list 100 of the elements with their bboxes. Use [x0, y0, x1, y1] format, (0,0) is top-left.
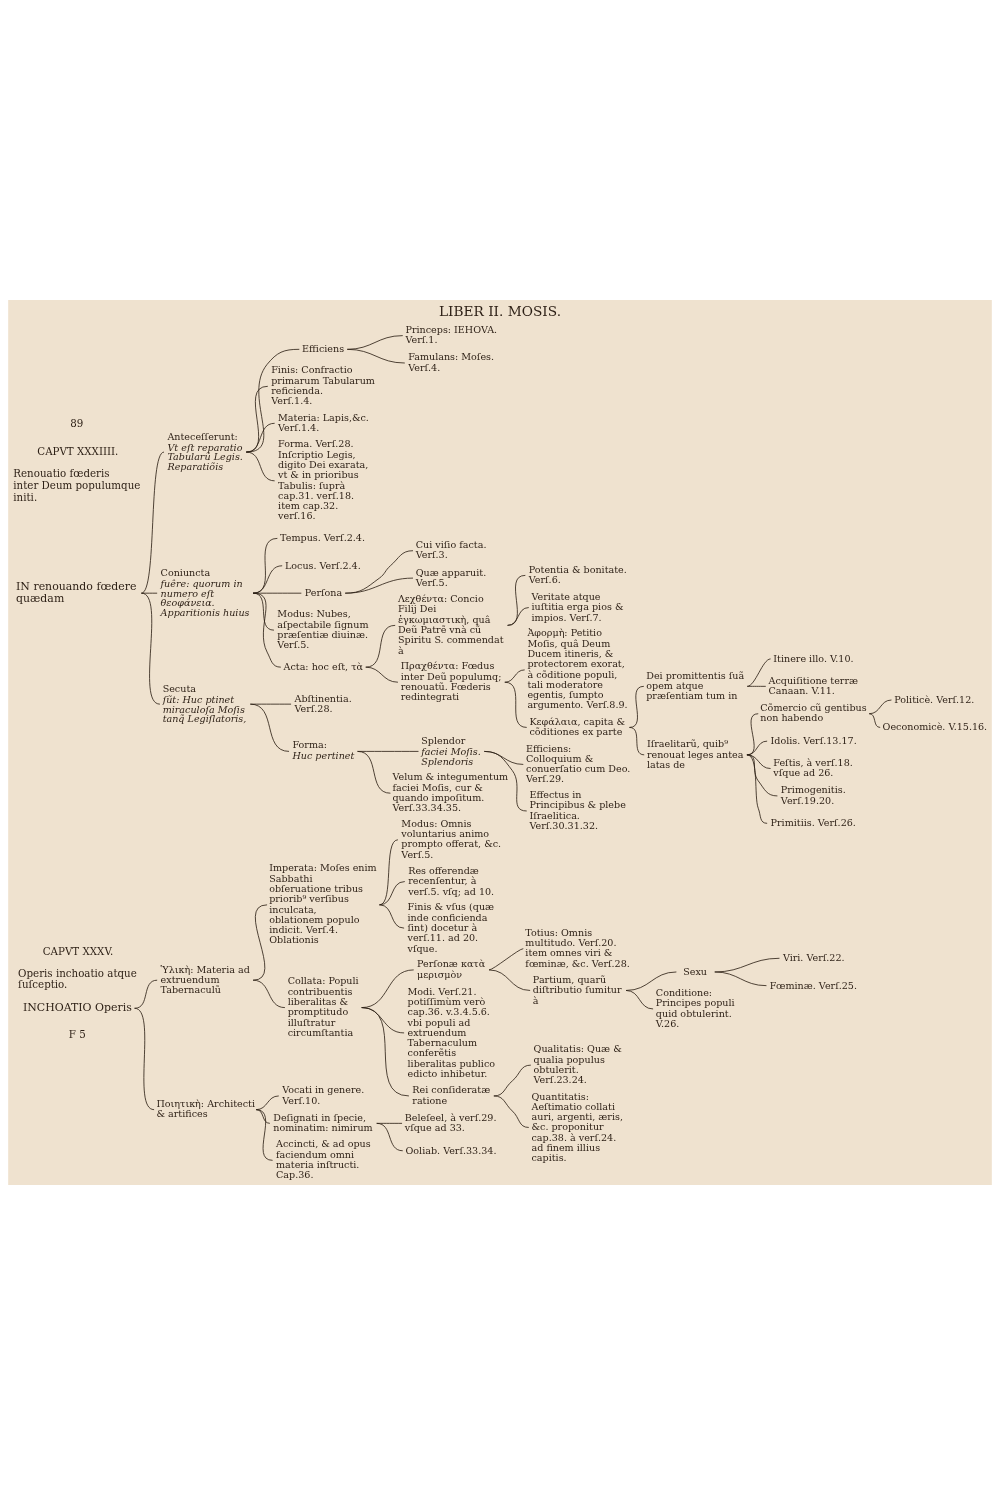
- connector: [493, 1064, 532, 1097]
- connector: [255, 1109, 271, 1124]
- node-text: Materia: Lapis,&c. Verſ.1.4.: [278, 411, 369, 433]
- node-text: Secuta ſũt: Huc ptinet miraculoſa Moſis tanq̃ Legiſlatoris,: [162, 682, 247, 725]
- connector: [379, 881, 406, 906]
- node-text: Efficiens: Colloquium & conuerſatio cum Deo. Verſ.29.: [526, 742, 631, 785]
- node-text: Modus: Omnis voluntarius animo prompto offerat, &c. Verſ.5.: [401, 817, 502, 860]
- node-text: Qualitatis: Quæ & qualia populus obtulerit. Verſ.23.24.: [533, 1043, 622, 1086]
- node-text: Beleſeel, à verſ.29. vſque ad 33.: [404, 1111, 497, 1134]
- node-text: Collata: Populi contribuentis liberalitas & promptitudo illuſtratur circumſtantia: [287, 975, 359, 1038]
- node-text: Deſignati in ſpecie, nominatim: nimirum: [273, 1111, 373, 1134]
- node-text: Finis & vſus (quæ inde conficienda ſint) docetur à verſ.11. ad 20. vſque.: [407, 901, 495, 954]
- connector: [504, 669, 526, 683]
- node-text: Res offerendæ recenſentur, à verſ.5. vſq; ad 10.: [408, 865, 495, 897]
- connector: [488, 948, 524, 971]
- node-text: Coniuncta fuêre: quorum in numero eſt θεοφάνεια. Apparitionis huius: [160, 567, 250, 618]
- connector: [625, 990, 654, 1010]
- node-text: Ὑλικὴ: Materia ad extruendum Tabernaculũ: [160, 963, 250, 996]
- node-text: Dei promittentis ſuã opem atque præſentiam tum in: [646, 669, 745, 702]
- connector: [376, 1122, 404, 1152]
- node-text: Splendor faciei Moſis. Splendoris: [421, 735, 481, 767]
- connector: [379, 904, 405, 929]
- connector: [252, 979, 286, 1008]
- connector: [134, 1007, 155, 1111]
- node-text: Λεχθέντα: Concio Filij Dei ἐγκωμιαστικὴ, quâ Deũ Patrẽ vnà cũ Spiritu S. commendat à: [397, 593, 504, 656]
- connector: [255, 1109, 273, 1161]
- node-text: Primogenitis. Verſ.19.20.: [780, 784, 846, 806]
- label: CAPVT XXXIIII.: [37, 444, 119, 457]
- connector: [245, 451, 276, 482]
- connector: [746, 658, 771, 687]
- connector: [507, 574, 526, 626]
- node-text: Quantitatis: Aeſtimatio collati auri, argenti, æris, &c. proponitur cap.38. à verſ.24. ad finem illius capitis.: [531, 1090, 623, 1164]
- node-text: Ἀφορμὴ: Petitio Moſis, quâ Deum Ducem itineris, & protectorem exorat, à cõditione populi, tali moderatore egentis, ſumpto argumento. Verſ.8.9.: [527, 627, 628, 711]
- connector: [746, 754, 778, 797]
- node-text: INCHOATIO Operis: [22, 1000, 132, 1014]
- connector: [134, 979, 158, 1009]
- connector: [746, 685, 767, 687]
- connector: [252, 592, 282, 668]
- connector: [629, 685, 645, 728]
- connector: [507, 607, 530, 626]
- connector: [249, 703, 290, 752]
- node-text: Quæ apparuit. Verſ.5.: [415, 566, 487, 588]
- node-text: Princeps: IEHOVA. Verſ.1.: [405, 324, 498, 346]
- connector: [249, 703, 292, 705]
- connector: [493, 1095, 530, 1128]
- node-text: Vocati in genere. Verſ.10.: [282, 1084, 365, 1106]
- connector: [379, 839, 399, 906]
- node-text: Primitiis. Verſ.26.: [770, 817, 856, 829]
- node-text: Perſonæ κατὰ μερισμὸν: [417, 958, 486, 980]
- node-text: Locus. Verſ.2.4.: [284, 559, 361, 571]
- connector: [629, 727, 645, 756]
- node-text: Rei conſideratæ ratione: [412, 1084, 491, 1106]
- node-text: Cui viſio facta. Verſ.3.: [415, 539, 487, 561]
- connector: [504, 681, 528, 728]
- connector: [868, 699, 892, 715]
- connector: [357, 751, 391, 794]
- connector: [365, 666, 399, 683]
- node-text: Partium, quarũ diſtributio ſumitur à: [532, 974, 622, 1006]
- node-text: IN renouando fœdere quædam: [16, 579, 137, 605]
- connector: [365, 624, 396, 668]
- node-text: Modi. Verſ.21. potiſſimùm verò cap.36. v.3.4.5.6. vbi populi ad extruendum Tabernaculum conferẽtis liberalitas publico edicto inhibetur.: [407, 985, 496, 1079]
- connector: [346, 348, 406, 364]
- connector: [746, 754, 768, 824]
- label: CAPVT XXXV.: [42, 944, 114, 957]
- node-text: Accincti, & ad opus faciendum omni materia inſtructi. Cap.36.: [276, 1138, 371, 1181]
- node-text: Totius: Omnis multitudo. Verſ.20. item omnes viri & fœminæ, &c. Verſ.28.: [525, 926, 630, 969]
- node-text: Forma: Huc pertinet: [292, 739, 355, 762]
- connector: [488, 969, 531, 991]
- node-text: Perſona: [304, 587, 343, 599]
- node-text: Politicè. Verſ.12.: [894, 693, 975, 705]
- node-text: Fœminæ. Verſ.25.: [769, 979, 857, 991]
- node-text: Modus: Nubes, aſpectabile ſignum præſentiæ diuinæ. Verſ.5.: [277, 608, 369, 651]
- node-text: Tempus. Verſ.2.4.: [280, 532, 365, 544]
- connector: [141, 592, 161, 705]
- connector: [252, 565, 283, 594]
- node-text: Itinere illo. V.10.: [773, 652, 854, 664]
- node-text: Efficiens: [302, 343, 345, 355]
- label: Renouatio fœderis inter Deum populumque initi.: [13, 467, 141, 503]
- node-text: Conditione: Principes populi quid obtulerint. V.26.: [655, 987, 735, 1029]
- node-text: Potentia & bonitate. Verſ.6.: [528, 563, 627, 586]
- connector: [245, 348, 300, 453]
- node-text: Idolis. Verſ.13.17.: [770, 735, 857, 747]
- label: 89: [70, 417, 84, 430]
- diagram-title: LIBER II. MOSIS.: [439, 303, 561, 320]
- node-text: Oeconomicè. V.15.16.: [882, 721, 988, 733]
- node-text: Κεφάλαια, capita & cõditiones ex parte: [529, 715, 625, 738]
- connector: [141, 451, 165, 594]
- label: Operis inchoatio atque ſuſceptio.: [18, 966, 137, 991]
- node-text: Πραχθέντα: Fœdus inter Deũ populumq; renouatũ. Fœderis redintegrati: [400, 660, 502, 703]
- connector: [344, 577, 414, 594]
- node-text: Iſraelitarũ, quib⁹ renouat leges antea latas de: [646, 738, 744, 770]
- node-text: Forma. Verſ.28. Inſcriptio Legis, digito Dei exarata, vt & in prioribus Tabulis: ſuprà cap.31. verſ.18. item cap.32. verſ.16.: [278, 438, 369, 522]
- connector: [868, 713, 881, 728]
- node-text: Acta: hoc eſt, τὰ: [283, 661, 363, 673]
- connector: [252, 904, 268, 981]
- node-text: Veritate atque iuſtitia erga pios & impios. Verſ.7.: [531, 591, 624, 623]
- node-text: Imperata: Moſes enim Sabbathi obſeruatione tribus priorib⁹ verſibus inculcata, oblationem populo indicit. Verſ.4. Oblationis: [269, 862, 377, 946]
- node-text: Feſtis, à verſ.18. vſque ad 26.: [773, 756, 853, 779]
- node-text: Finis: Confractio primarum Tabularum reficienda. Verſ.1.4.: [271, 364, 375, 407]
- connector: [344, 550, 414, 594]
